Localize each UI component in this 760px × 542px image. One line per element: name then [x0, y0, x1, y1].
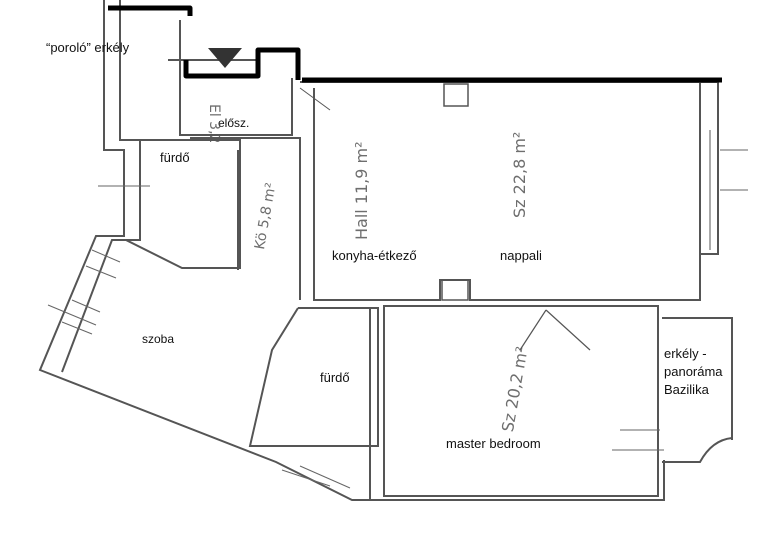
balcony-rail: [179, 20, 293, 136]
handwritten-living: Sz 22,8 m²: [510, 131, 529, 218]
living-room-walls: [300, 81, 701, 301]
wall-hatching: [47, 149, 748, 489]
living-outer-right: [700, 81, 719, 255]
door-swing-bedroom: [545, 309, 591, 351]
highlight-entry: [183, 47, 301, 80]
bathroom-bottom-walls: [248, 307, 379, 447]
column-left: [443, 83, 469, 107]
label-bathroom-bottom: fürdő: [320, 370, 350, 385]
highlight-top-left: [108, 5, 193, 16]
label-room: szoba: [142, 332, 175, 346]
bedroom-walls: [383, 305, 659, 497]
label-balcony-line3: Bazilika: [664, 382, 709, 397]
label-living-room: nappali: [500, 248, 542, 263]
highlighted-walls: [108, 5, 722, 83]
left-wing-inner-wall: [61, 0, 141, 373]
label-kitchen-dining: konyha-étkező: [332, 248, 417, 263]
bathroom-top-wall: [125, 139, 241, 269]
entry-wall: [190, 137, 301, 300]
entry-marker-icon: [208, 48, 242, 68]
balcony-right-arc: [662, 437, 733, 463]
bedroom-outer: [369, 308, 665, 501]
door-swing-living: [299, 87, 331, 111]
walls: [38, 0, 748, 501]
balcony-right-walls: [662, 317, 733, 440]
handwritten-hall: Hall 11,9 m²: [352, 141, 371, 240]
label-balcony-line1: erkély -: [664, 346, 707, 361]
handwritten-entry: El 3,2: [206, 104, 222, 144]
label-master-bedroom: master bedroom: [446, 436, 541, 451]
column-bottom: [441, 279, 469, 301]
label-balcony-line2: panoráma: [664, 364, 723, 379]
label-porolo-balcony: “poroló” erkély: [46, 40, 130, 55]
label-hallway-small: elősz.: [218, 116, 250, 130]
door-swing-bedroom-2: [519, 309, 547, 351]
label-bathroom-top: fürdő: [160, 150, 190, 165]
left-wing-outer-wall: [38, 0, 385, 501]
